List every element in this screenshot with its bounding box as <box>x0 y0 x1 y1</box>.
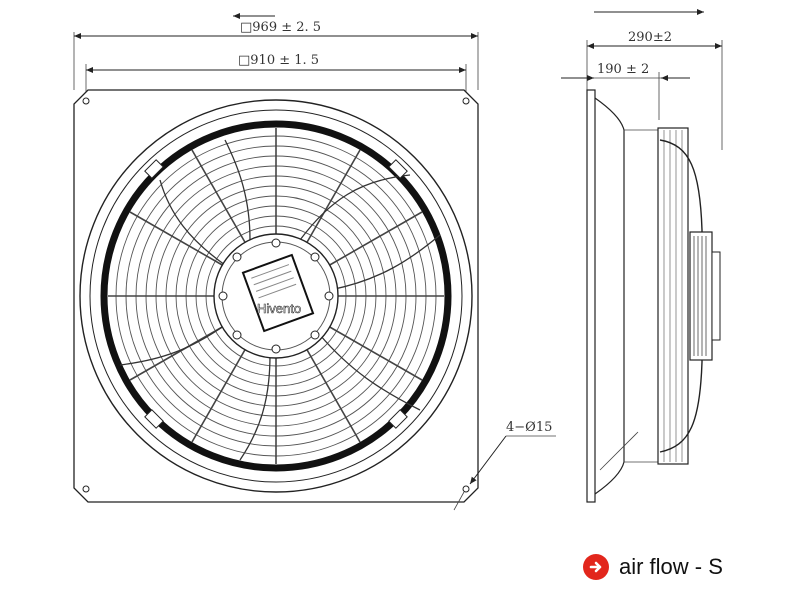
terminal-box <box>241 253 315 333</box>
venturi-ring <box>79 99 473 493</box>
mounting-hole <box>82 485 90 493</box>
side-view: 290±2 190 ± 2 <box>561 9 723 503</box>
fan-blades <box>119 139 441 461</box>
side-motor <box>689 231 713 361</box>
total-depth-dimension: 290±2 <box>628 30 672 45</box>
guard-spokes <box>108 128 444 464</box>
hole-pitch-dimension: □910 ± 1. 5 <box>238 53 319 68</box>
side-frame-plate <box>586 89 596 503</box>
side-guard <box>657 127 689 465</box>
frame-outer-dimension: □969 ± 2. 5 <box>240 20 321 35</box>
side-venturi <box>594 97 625 495</box>
arrow-right-circle-icon <box>583 554 609 580</box>
airflow-label: air flow - S <box>619 554 723 579</box>
airflow-legend: air flow - S <box>583 552 723 582</box>
mounting-hole <box>462 485 470 493</box>
mounting-hole-callout: 4−Ø15 <box>506 420 552 435</box>
brand-watermark: Hivento <box>257 301 301 316</box>
mounting-hole <box>82 97 90 105</box>
guard-brackets <box>144 159 408 429</box>
mounting-hole <box>462 97 470 105</box>
partial-depth-dimension: 190 ± 2 <box>597 62 649 77</box>
front-view: □969 ± 2. 5 □910 ± 1. 5 <box>73 13 556 511</box>
